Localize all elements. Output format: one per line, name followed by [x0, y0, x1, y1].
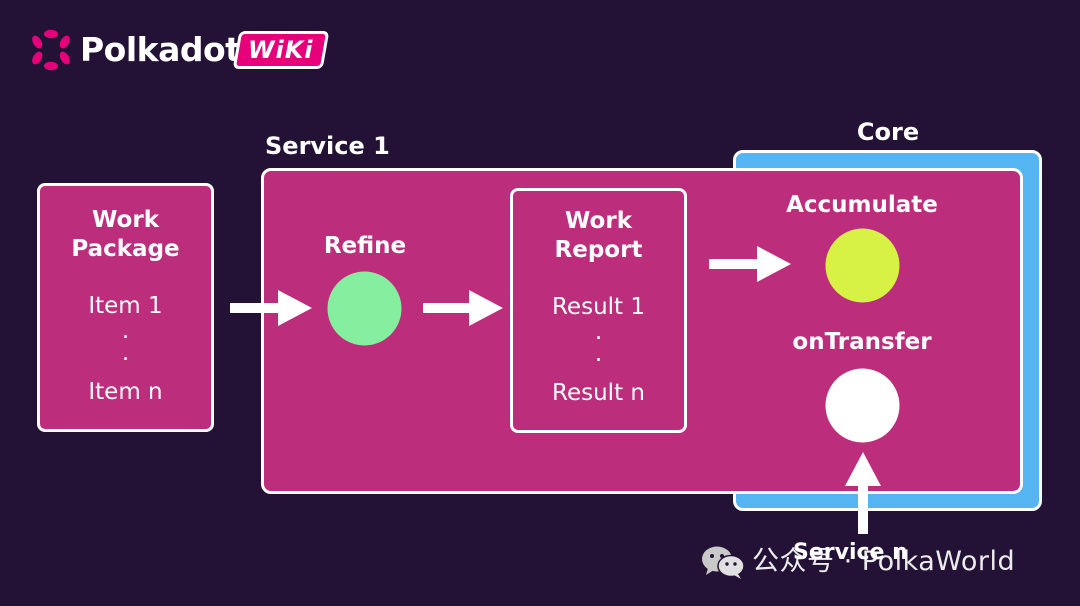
arrow-right-icon: [230, 290, 312, 326]
work-report-result-first: Result 1: [551, 294, 645, 320]
work-report-dot-1: .: [594, 319, 603, 345]
work-report-dot-2: .: [594, 341, 603, 367]
work-package-dot-1: .: [121, 318, 130, 344]
work-report-title-line1: Work: [565, 208, 632, 234]
arrow-right-icon: [709, 246, 791, 282]
service-1-title: Service 1: [265, 132, 390, 160]
arrow-right-icon: [423, 290, 503, 326]
work-report-card: Work Report Result 1 . . Result n: [510, 188, 687, 433]
logo-text: Polkadot: [80, 30, 241, 69]
work-package-title-line1: Work: [92, 207, 159, 233]
service-n-label: Service n: [793, 540, 908, 565]
work-package-dot-2: .: [121, 340, 130, 366]
arrow-up-icon: [845, 452, 881, 534]
work-package-item-last: Item n: [88, 379, 163, 405]
wiki-badge: WiKi: [232, 31, 330, 69]
on-transfer-dot: [825, 368, 900, 443]
accumulate-dot: [825, 228, 900, 303]
core-title: Core: [856, 118, 920, 146]
work-package-title-line2: Package: [71, 236, 180, 262]
on-transfer-label: onTransfer: [792, 329, 932, 355]
refine-label: Refine: [323, 233, 407, 259]
refine-dot: [327, 271, 402, 346]
polkadot-logo-icon: [32, 29, 70, 71]
work-report-title-line2: Report: [554, 237, 643, 263]
wiki-badge-label: WiKi: [248, 36, 314, 64]
accumulate-label: Accumulate: [786, 192, 938, 218]
wechat-icon: [702, 546, 745, 579]
work-report-result-last: Result n: [552, 380, 645, 406]
watermark-text: 公众号 · PolkaWorld: [752, 546, 1016, 577]
work-package-card: Work Package Item 1 . . Item n: [37, 183, 214, 432]
work-package-item-first: Item 1: [88, 293, 163, 319]
